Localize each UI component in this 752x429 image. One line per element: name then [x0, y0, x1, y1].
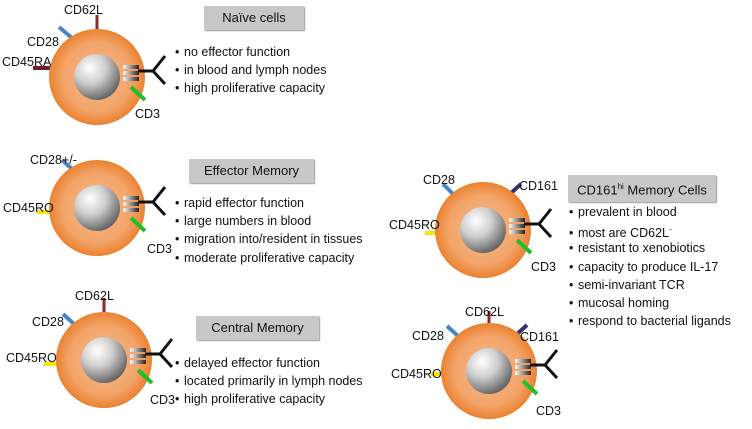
cd28-receptor: [441, 182, 455, 196]
list-item: resistant to xenobiotics: [569, 239, 731, 257]
cd28-receptor: [445, 324, 460, 338]
label-cd28: CD28+/-: [30, 153, 77, 167]
label-cd62l: CD62L: [465, 305, 504, 319]
label-cd28: CD28: [423, 173, 455, 187]
label-cd3: CD3: [135, 107, 160, 121]
label-cd3: CD3: [150, 393, 175, 407]
list-item: respond to bacterial ligands: [569, 312, 731, 330]
list-item: capacity to produce IL-17: [569, 258, 731, 276]
naive-bullets: no effector function in blood and lymph …: [175, 43, 326, 98]
label-cd161: CD161: [519, 179, 558, 193]
title-central-memory: Central Memory: [196, 316, 319, 340]
cd28-receptor: [60, 158, 74, 171]
title-naive-cells: Naïve cells: [204, 6, 304, 30]
label-cd3: CD3: [147, 242, 172, 256]
label-cd62l: CD62L: [64, 3, 103, 17]
label-cd62l: CD62L: [75, 289, 114, 303]
label-cd45ro: CD45RO: [6, 351, 57, 365]
label-cd45ra: CD45RA: [2, 55, 52, 69]
label-cd45ro: CD45RO: [389, 218, 440, 232]
list-item: rapid effector function: [175, 194, 363, 212]
label-cd161: CD161: [520, 330, 559, 344]
label-cd3: CD3: [536, 404, 561, 418]
list-item: mucosal homing: [569, 294, 731, 312]
label-cd28: CD28: [32, 315, 64, 329]
list-item: migration into/resident in tissues: [175, 230, 363, 248]
list-item: no effector function: [175, 43, 326, 61]
label-cd28: CD28: [27, 35, 59, 49]
list-item: prevalent in blood: [569, 203, 731, 221]
label-cd28: CD28: [412, 329, 444, 343]
cd161-memory-cell-top: [425, 182, 553, 278]
title-cd161-memory-cells: CD161hi Memory Cells: [568, 175, 716, 203]
cd28-receptor: [57, 25, 74, 40]
list-item: most are CD62L-: [569, 221, 731, 240]
cd28-receptor: [61, 312, 76, 326]
central-memory-cell: [44, 298, 174, 408]
list-item: high proliferative capacity: [175, 390, 363, 408]
effector-memory-cell: [37, 158, 167, 256]
list-item: moderate proliferative capacity: [175, 249, 363, 267]
effector-bullets: rapid effector function large numbers in…: [175, 194, 363, 267]
central-bullets: delayed effector function located primar…: [175, 354, 363, 409]
list-item: semi-invariant TCR: [569, 276, 731, 294]
cd161-memory-cell-bottom: [431, 311, 559, 419]
list-item: delayed effector function: [175, 354, 363, 372]
label-cd45ro: CD45RO: [391, 367, 442, 381]
list-item: high proliferative capacity: [175, 79, 326, 97]
title-effector-memory: Effector Memory: [189, 159, 314, 183]
list-item: large numbers in blood: [175, 212, 363, 230]
cd161-bullets: prevalent in blood most are CD62L- resis…: [569, 203, 731, 330]
naive-cell: [33, 15, 167, 125]
label-cd3: CD3: [531, 260, 556, 274]
list-item: located primarily in lymph nodes: [175, 372, 363, 390]
label-cd45ro: CD45RO: [3, 201, 54, 215]
list-item: in blood and lymph nodes: [175, 61, 326, 79]
